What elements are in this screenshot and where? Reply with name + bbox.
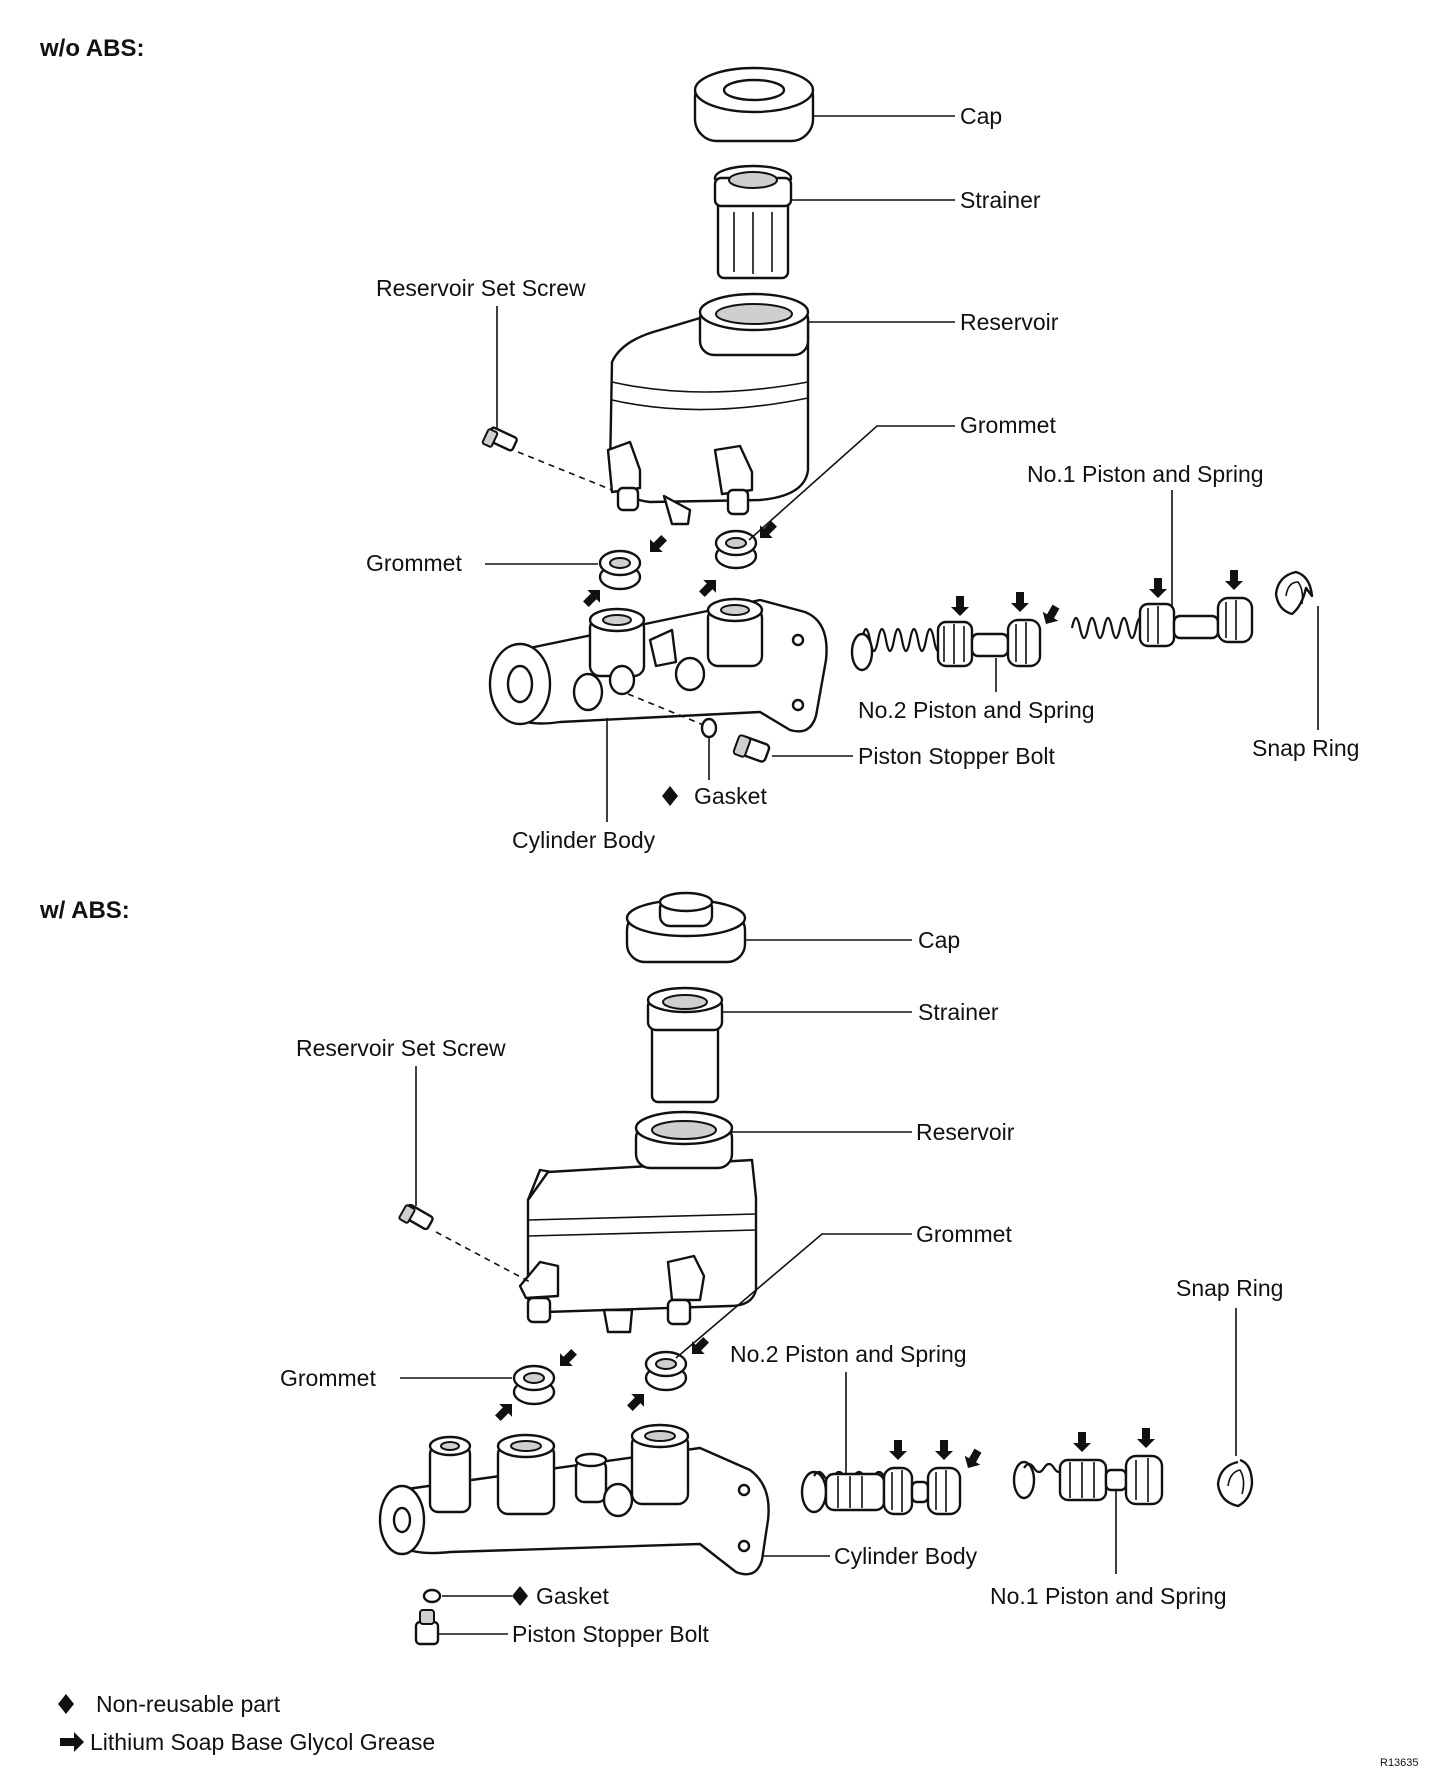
snap-ring-part <box>1216 1458 1254 1508</box>
label-grommet-right: Grommet <box>916 1221 1012 1247</box>
label-gasket: Gasket <box>694 783 767 809</box>
label-grommet-left: Grommet <box>366 550 462 576</box>
label-reservoir: Reservoir <box>916 1119 1015 1145</box>
label-reservoir: Reservoir <box>960 309 1059 335</box>
grease-arrow-icon <box>579 583 607 611</box>
piston-stopper-bolt-part <box>732 734 771 763</box>
label-cap: Cap <box>960 103 1002 129</box>
grommet-right-part <box>714 529 758 570</box>
legend-non-reusable: Non-reusable part <box>96 1691 281 1717</box>
label-no1-piston-spring: No.1 Piston and Spring <box>1027 461 1264 487</box>
grommet-right-part <box>644 1350 688 1392</box>
grease-arrow-icon <box>553 1345 581 1373</box>
label-cylinder-body: Cylinder Body <box>834 1543 978 1569</box>
heading-with-abs: w/ ABS: <box>39 897 130 924</box>
grease-arrow-icon <box>960 1446 986 1473</box>
diamond-icon <box>512 1586 528 1606</box>
label-reservoir-set-screw: Reservoir Set Screw <box>376 275 586 301</box>
label-gasket: Gasket <box>536 1583 609 1609</box>
snap-ring-part <box>1274 570 1314 616</box>
reservoir-set-screw-part <box>481 426 518 452</box>
grease-arrow-icon <box>1137 1428 1155 1448</box>
diamond-icon <box>662 786 678 806</box>
grease-arrow-icon <box>623 1387 651 1415</box>
strainer-part <box>713 164 793 280</box>
label-reservoir-set-screw: Reservoir Set Screw <box>296 1035 506 1061</box>
label-cap: Cap <box>918 927 960 953</box>
grease-arrow-icon <box>935 1440 953 1460</box>
grease-arrow-icon <box>695 573 723 601</box>
label-piston-stopper-bolt: Piston Stopper Bolt <box>858 743 1056 769</box>
label-snap-ring: Snap Ring <box>1252 735 1359 761</box>
cylinder-body-part <box>378 1423 770 1576</box>
legend-grease: Lithium Soap Base Glycol Grease <box>90 1729 435 1755</box>
grease-arrow-icon <box>1225 570 1243 590</box>
label-grommet-right: Grommet <box>960 412 1056 438</box>
no2-piston-spring-part <box>800 1466 962 1516</box>
cylinder-body-part <box>488 597 828 733</box>
heading-without-abs: w/o ABS: <box>39 35 144 62</box>
no1-piston-spring-part <box>1012 1454 1164 1506</box>
grease-arrow-icon <box>60 1732 84 1752</box>
cap-part <box>625 891 747 964</box>
grease-arrow-icon <box>1149 578 1167 598</box>
label-strainer: Strainer <box>918 999 999 1025</box>
label-no2-piston-spring: No.2 Piston and Spring <box>730 1341 967 1367</box>
no2-piston-spring-part <box>850 618 1042 672</box>
grease-arrow-icon <box>1011 592 1029 612</box>
label-grommet-left: Grommet <box>280 1365 376 1391</box>
piston-stopper-bolt-part <box>414 1609 440 1646</box>
grease-arrow-icon <box>889 1440 907 1460</box>
strainer-part <box>646 986 724 1104</box>
label-strainer: Strainer <box>960 187 1041 213</box>
label-piston-stopper-bolt: Piston Stopper Bolt <box>512 1621 710 1647</box>
gasket-part <box>422 1588 442 1604</box>
cap-part <box>693 66 815 143</box>
grease-arrow-icon <box>1073 1432 1091 1452</box>
label-no1-piston-spring: No.1 Piston and Spring <box>990 1583 1227 1609</box>
grease-arrow-icon <box>753 517 781 545</box>
reservoir-part <box>606 292 810 526</box>
grease-arrow-icon <box>643 531 671 559</box>
grommet-left-part <box>598 549 642 591</box>
label-no2-piston-spring: No.2 Piston and Spring <box>858 697 1095 723</box>
label-snap-ring: Snap Ring <box>1176 1275 1283 1301</box>
grease-arrow-icon <box>491 1397 519 1425</box>
figure-reference: R13635 <box>1380 1757 1419 1769</box>
diamond-icon <box>58 1694 74 1714</box>
reservoir-body <box>518 1110 758 1334</box>
grease-arrow-icon <box>951 596 969 616</box>
label-cylinder-body: Cylinder Body <box>512 827 656 853</box>
grommet-left-part <box>512 1364 556 1406</box>
gasket-part <box>700 717 718 739</box>
no1-piston-spring-part <box>1070 596 1254 648</box>
grease-arrow-icon <box>1038 602 1064 629</box>
reservoir-set-screw-part <box>398 1203 434 1231</box>
